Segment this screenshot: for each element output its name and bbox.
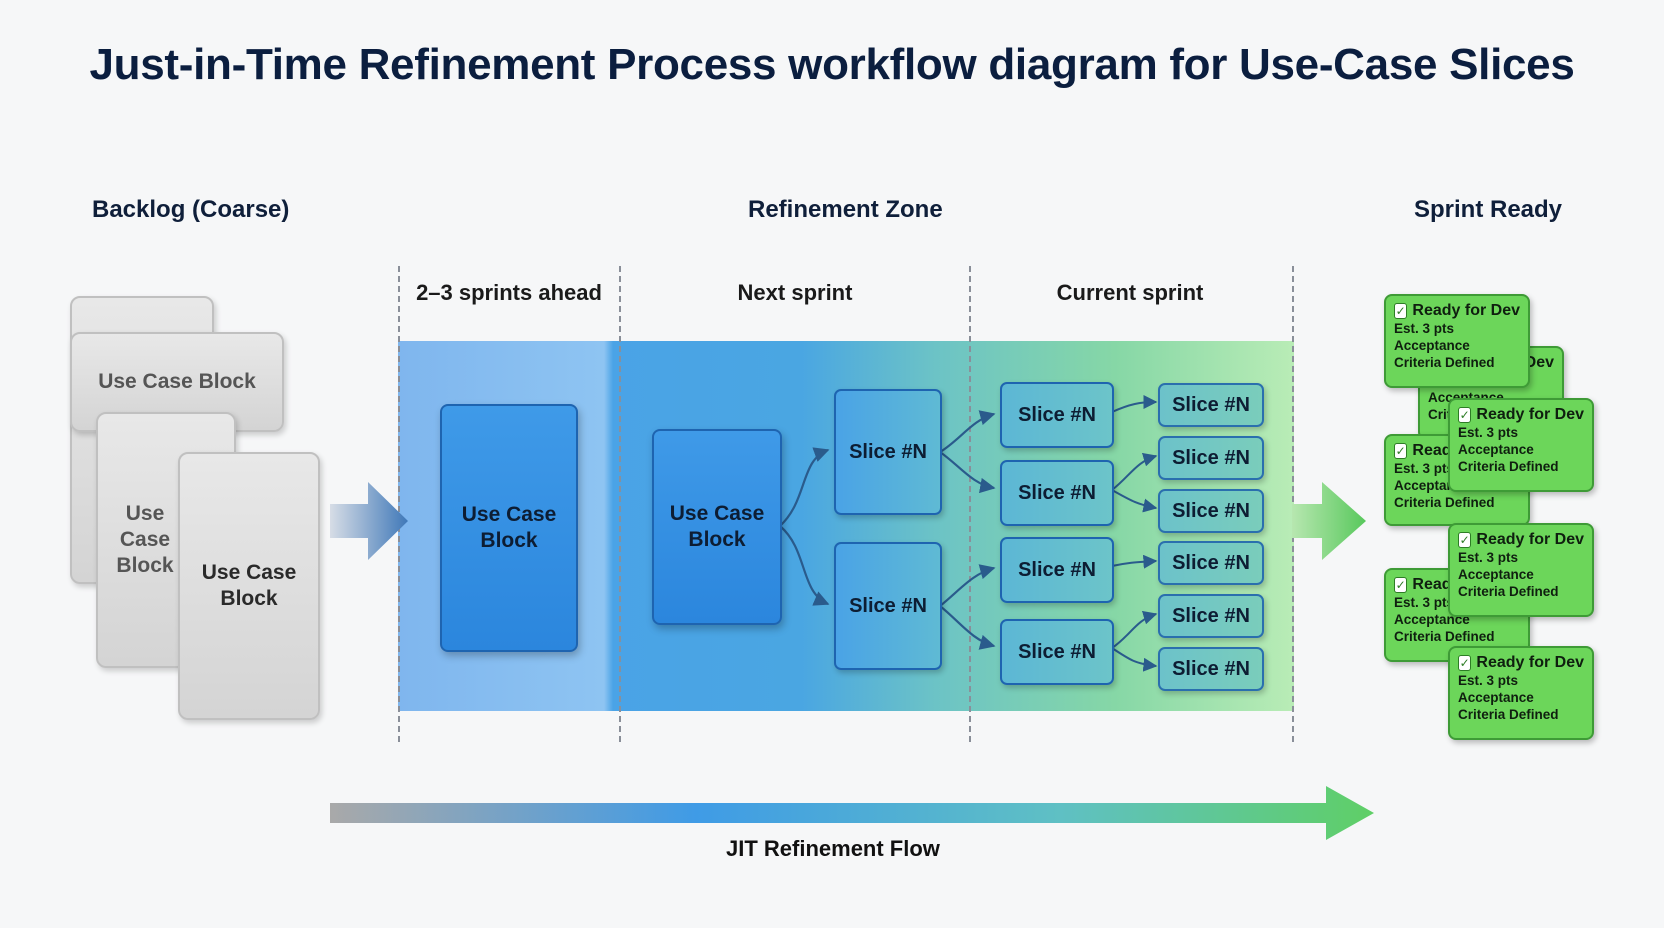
- ready-card[interactable]: ✓Ready for Dev Est. 3 pts Acceptance Cri…: [1448, 523, 1594, 617]
- connector: [1111, 489, 1158, 513]
- check-icon: ✓: [1458, 532, 1472, 548]
- ready-card-line: Criteria Defined: [1394, 629, 1495, 644]
- ready-card-line: Criteria Defined: [1458, 459, 1559, 474]
- slice-card[interactable]: Slice #N: [1158, 647, 1264, 691]
- ready-card-line: Acceptance: [1458, 442, 1534, 457]
- ready-card-status: ✓Ready for Dev: [1394, 302, 1520, 320]
- ready-card[interactable]: ✓Ready for Dev Est. 3 pts Acceptance Cri…: [1384, 294, 1530, 388]
- slice-label: Slice #N: [1172, 551, 1250, 574]
- slice-label: Slice #N: [1172, 393, 1250, 416]
- slice-card[interactable]: Slice #N: [1158, 489, 1264, 533]
- slice-card[interactable]: Slice #N: [1158, 541, 1264, 585]
- slice-label: Slice #N: [1018, 558, 1096, 581]
- use-case-block-ahead[interactable]: Use Case Block: [440, 404, 578, 652]
- connector: [939, 410, 996, 453]
- section-label-backlog: Backlog (Coarse): [92, 196, 290, 223]
- divider-line: [398, 266, 400, 742]
- slice-label: Slice #N: [849, 440, 927, 463]
- column-label-current: Current sprint: [1056, 280, 1204, 305]
- ready-card-estimate: Est. 3 pts: [1458, 425, 1519, 440]
- ready-card-status-text: Ready for Dev: [1476, 406, 1584, 423]
- divider-line: [969, 266, 971, 742]
- ready-card-status: ✓Ready for Dev: [1458, 654, 1584, 672]
- ready-card-line: Criteria Defined: [1394, 495, 1495, 510]
- slice-card[interactable]: Slice #N: [1000, 537, 1114, 603]
- ready-card-status-text: Ready for Dev: [1476, 531, 1584, 548]
- backlog-card-label: Use Case Block: [98, 370, 256, 393]
- ready-card-line: Acceptance: [1458, 567, 1534, 582]
- ready-card[interactable]: ✓Ready for Dev Est. 3 pts Acceptance Cri…: [1448, 398, 1594, 492]
- slice-card[interactable]: Slice #N: [834, 389, 942, 515]
- slice-card[interactable]: Slice #N: [1000, 382, 1114, 448]
- column-label-next: Next sprint: [737, 280, 853, 305]
- ready-card-estimate: Est. 3 pts: [1394, 461, 1455, 476]
- slice-card[interactable]: Slice #N: [1158, 383, 1264, 427]
- connector: [1111, 647, 1158, 672]
- ready-card-estimate: Est. 3 pts: [1394, 321, 1455, 336]
- ready-card-line: Criteria Defined: [1458, 707, 1559, 722]
- column-label-ahead: 2–3 sprints ahead: [416, 280, 602, 305]
- page-title: Just-in-Time Refinement Process workflow…: [89, 40, 1575, 89]
- connector: [939, 564, 996, 607]
- connector: [1111, 452, 1158, 491]
- connector: [779, 525, 830, 606]
- ready-card-estimate: Est. 3 pts: [1458, 550, 1519, 565]
- flow-arrow: [330, 786, 1374, 840]
- slice-card[interactable]: Slice #N: [834, 542, 942, 670]
- ready-card-status-text: Ready for Dev: [1412, 302, 1520, 319]
- ready-card-estimate: Est. 3 pts: [1394, 595, 1455, 610]
- divider-line: [619, 266, 621, 742]
- ready-card-line: Acceptance: [1458, 690, 1534, 705]
- slice-label: Slice #N: [1018, 640, 1096, 663]
- ready-card[interactable]: ✓Ready for Dev Est. 3 pts Acceptance Cri…: [1448, 646, 1594, 740]
- check-icon: ✓: [1458, 407, 1472, 423]
- ready-card-status-text: Ready for Dev: [1476, 654, 1584, 671]
- slice-card[interactable]: Slice #N: [1158, 436, 1264, 480]
- slice-label: Slice #N: [1018, 403, 1096, 426]
- check-icon: ✓: [1394, 577, 1408, 593]
- use-case-block-label: Use Case Block: [669, 502, 765, 551]
- slice-label: Slice #N: [849, 594, 927, 617]
- connector: [1111, 395, 1158, 413]
- connector: [939, 605, 996, 650]
- arrow-into-refinement: [330, 482, 408, 560]
- check-icon: ✓: [1394, 443, 1408, 459]
- slice-label: Slice #N: [1172, 657, 1250, 680]
- check-icon: ✓: [1394, 303, 1408, 319]
- slice-label: Slice #N: [1172, 446, 1250, 469]
- ready-card-status: ✓Ready for Dev: [1458, 406, 1584, 424]
- connector: [1111, 610, 1158, 649]
- ready-card-line: Criteria Defined: [1394, 355, 1495, 370]
- backlog-card[interactable]: Use Case Block: [178, 452, 320, 720]
- flow-label: JIT Refinement Flow: [726, 836, 940, 861]
- ready-card-line: Acceptance: [1394, 338, 1470, 353]
- connector: [939, 451, 996, 494]
- slice-label: Slice #N: [1018, 481, 1096, 504]
- ready-card-estimate: Est. 3 pts: [1458, 673, 1519, 688]
- connector: [779, 447, 830, 527]
- check-icon: ✓: [1458, 655, 1472, 671]
- ready-card-status: ✓Ready for Dev: [1458, 531, 1584, 549]
- section-label-ready: Sprint Ready: [1414, 196, 1563, 223]
- arrow-out-of-refinement: [1292, 482, 1366, 560]
- ready-card-line: Criteria Defined: [1458, 584, 1559, 599]
- slice-card[interactable]: Slice #N: [1000, 460, 1114, 526]
- connector: [1111, 554, 1158, 569]
- section-label-refinement: Refinement Zone: [748, 196, 943, 223]
- use-case-block-label: Use Case Block: [461, 503, 557, 552]
- slice-card[interactable]: Slice #N: [1000, 619, 1114, 685]
- slice-card[interactable]: Slice #N: [1158, 594, 1264, 638]
- backlog-card-label: Use Case Block: [116, 502, 174, 577]
- backlog-card-label: Use Case Block: [201, 561, 297, 610]
- slice-label: Slice #N: [1172, 499, 1250, 522]
- use-case-block-next[interactable]: Use Case Block: [652, 429, 782, 625]
- slice-label: Slice #N: [1172, 604, 1250, 627]
